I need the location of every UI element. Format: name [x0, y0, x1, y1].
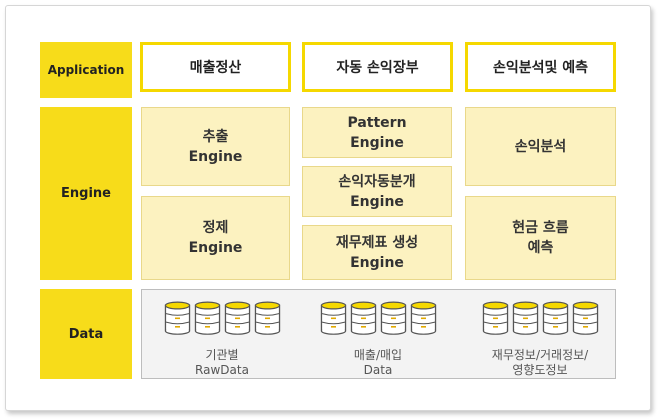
engine-pl-analysis-line1: 손익분석 — [514, 138, 567, 155]
database-icon — [254, 301, 281, 339]
engine-cashflow-line2: 예측 — [527, 240, 554, 256]
data-source-caption: 재무정보/거래정보/ 영향도정보 — [492, 348, 588, 378]
database-icon — [194, 301, 221, 339]
database-icon — [542, 301, 569, 339]
engine-refine: 정제 Engine — [141, 196, 290, 280]
row-label-data: Data — [40, 289, 132, 379]
app-box-sales-settlement: 매출정산 — [140, 42, 291, 92]
data-sources-panel — [141, 289, 616, 379]
engine-financial-statement-line2: Engine — [350, 254, 404, 271]
caption-line: RawData — [195, 363, 249, 377]
engine-financial-statement-line1: 재무제표 생성 — [335, 234, 419, 251]
database-icon — [320, 301, 347, 339]
caption-line: 매출/매입 — [353, 348, 403, 362]
engine-pl-analysis: 손익분석 — [465, 107, 616, 186]
db-icon-row — [320, 301, 437, 339]
database-icon — [512, 301, 539, 339]
engine-cashflow-line1: 현금 흐름 — [512, 220, 569, 236]
database-icon — [482, 301, 509, 339]
engine-extract-line1: 추출 — [202, 128, 229, 145]
engine-pattern-line2: Engine — [350, 134, 404, 151]
database-icon — [224, 301, 251, 339]
engine-auto-journal-line2: Engine — [350, 193, 404, 210]
engine-auto-journal-line1: 손익자동분개 — [338, 173, 416, 190]
database-icon — [572, 301, 599, 339]
engine-auto-journal: 손익자동분개 Engine — [302, 166, 452, 217]
data-source-caption: 매출/매입 Data — [354, 348, 402, 378]
caption-line: 재무정보/거래정보/ — [491, 348, 589, 362]
engine-extract-line2: Engine — [188, 148, 243, 165]
engine-refine-line1: 정제 — [202, 220, 229, 236]
db-icon-row — [164, 301, 281, 339]
db-icon-row — [482, 301, 599, 339]
architecture-diagram: Application Engine Data 매출정산 자동 손익장부 손익분… — [5, 5, 651, 411]
engine-pattern: Pattern Engine — [302, 107, 452, 158]
database-icon — [350, 301, 377, 339]
engine-extract: 추출 Engine — [141, 107, 290, 186]
engine-refine-line2: Engine — [188, 240, 243, 256]
data-source-sales-purchase: 매출/매입 Data — [297, 301, 459, 378]
data-source-institution-raw: 기관별 RawData — [141, 301, 303, 378]
database-icon — [164, 301, 191, 339]
caption-line: 영향도정보 — [512, 363, 568, 377]
database-icon — [380, 301, 407, 339]
data-source-caption: 기관별 RawData — [195, 348, 249, 378]
engine-cashflow-forecast: 현금 흐름 예측 — [465, 196, 616, 280]
caption-line: Data — [363, 363, 393, 377]
database-icon — [410, 301, 437, 339]
row-label-engine: Engine — [40, 107, 132, 280]
app-box-auto-pl-ledger: 자동 손익장부 — [302, 42, 453, 92]
engine-pattern-line1: Pattern — [347, 114, 407, 131]
data-source-finance-trade-impact: 재무정보/거래정보/ 영향도정보 — [459, 301, 621, 378]
app-box-pl-analysis-forecast: 손익분석및 예측 — [465, 42, 616, 92]
engine-financial-statement: 재무제표 생성 Engine — [302, 225, 452, 280]
row-label-application: Application — [40, 42, 132, 98]
caption-line: 기관별 — [205, 348, 239, 362]
